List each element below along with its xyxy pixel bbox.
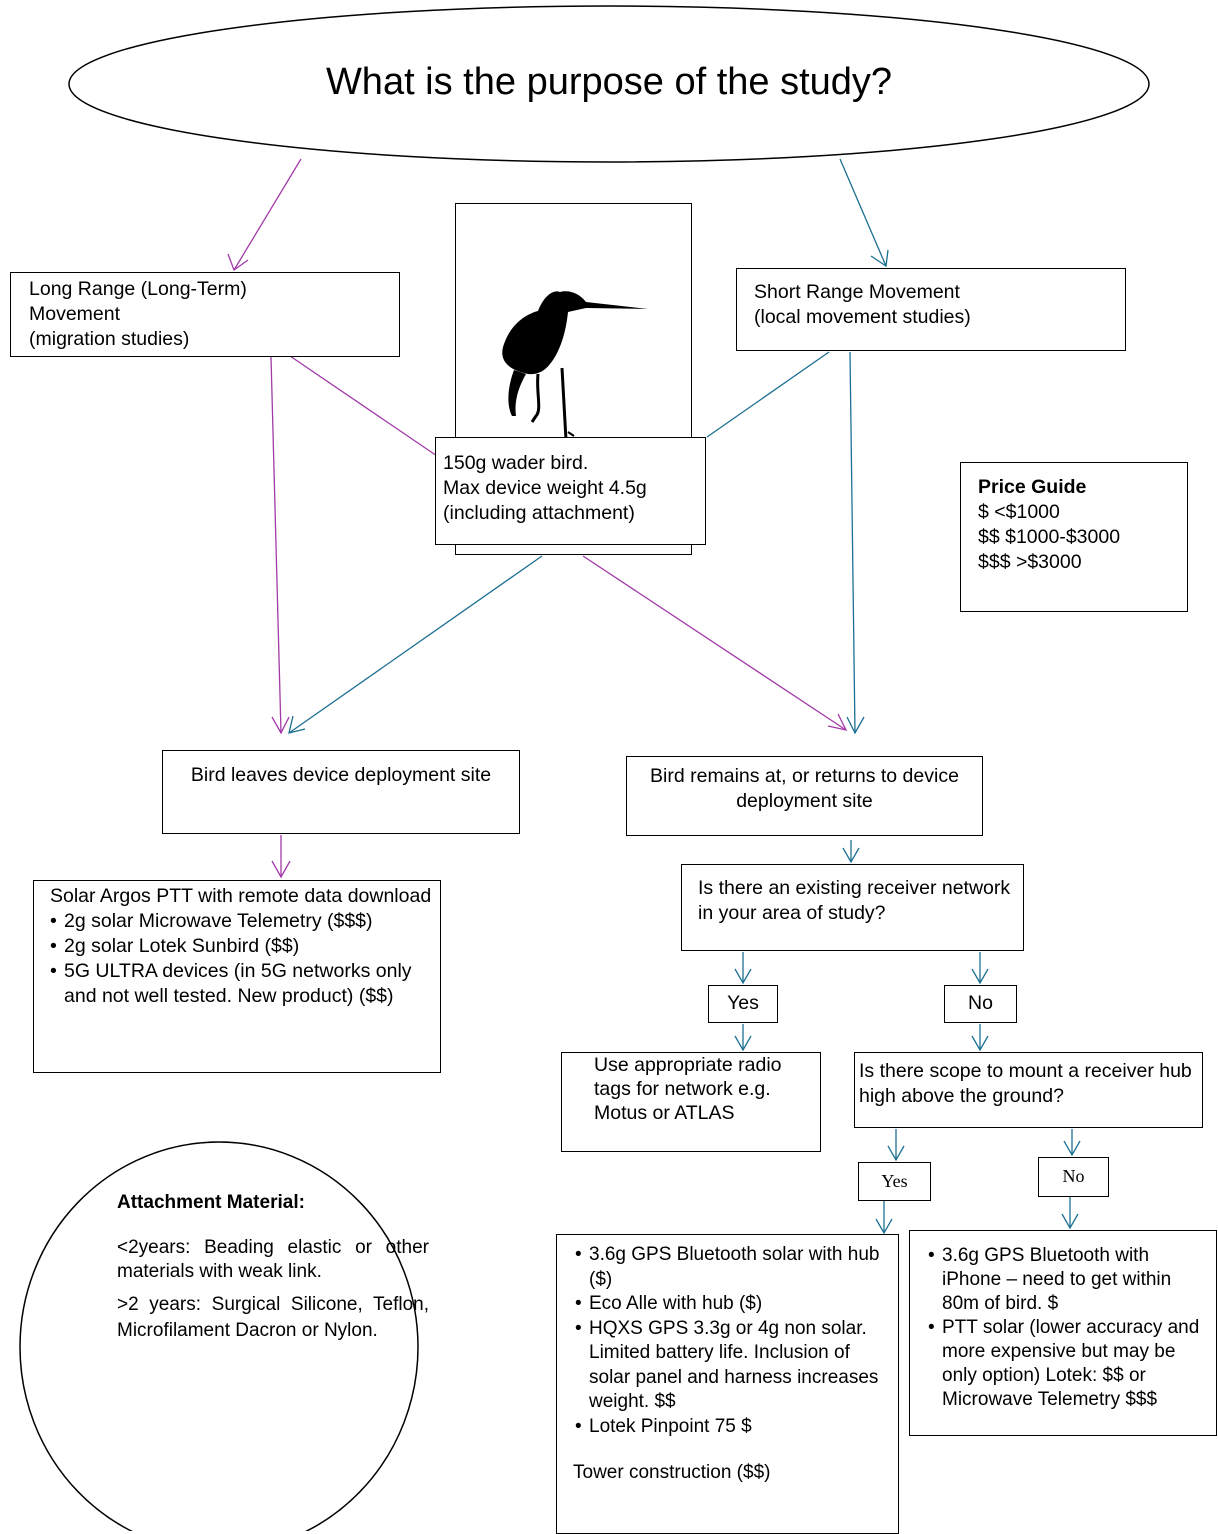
- radio-tags-text: Use appropriate radio tags for network e…: [594, 1054, 782, 1124]
- bluetooth-option-item: PTT solar (lower accuracy and more expen…: [928, 1316, 1212, 1412]
- hub-question-text: Is there scope to mount a receiver hub h…: [859, 1060, 1192, 1107]
- long-range-line3: (migration studies): [29, 328, 190, 350]
- attachment-title: Attachment Material:: [117, 1192, 305, 1213]
- arrow-short-range-to-remains: [849, 351, 856, 734]
- arrow-question-to-short-range: [839, 158, 887, 267]
- bluetooth-option-item: 3.6g GPS Bluetooth with iPhone – need to…: [928, 1244, 1212, 1316]
- yes-box-hub: Yes: [858, 1162, 931, 1201]
- bird-weight-line2: Max device weight 4.5g: [443, 477, 647, 499]
- arrow-long-range-to-leaves: [270, 356, 282, 734]
- line-long-range-to-bird: [289, 355, 441, 459]
- arrow-question-to-long-range: [233, 158, 302, 271]
- short-range-line1: Short Range Movement: [754, 281, 960, 303]
- question-title: What is the purpose of the study?: [325, 61, 893, 103]
- attachment-material-text: Attachment Material: <2years: Beading el…: [117, 1191, 429, 1344]
- price-guide-title: Price Guide: [978, 476, 1087, 498]
- argos-list: 2g solar Microwave Telemetry ($$$) 2g so…: [50, 909, 436, 1009]
- arrow-bird-to-leaves: [288, 555, 543, 734]
- attachment-short-term: <2years: Beading elastic or other materi…: [117, 1237, 429, 1282]
- network-question-box: Is there an existing receiver network in…: [681, 864, 1024, 951]
- price-row: $$$ >$3000: [978, 551, 1082, 573]
- bird-leaves-text: Bird leaves device deployment site: [190, 764, 492, 786]
- attachment-circle: [19, 1141, 419, 1531]
- price-row: $$ $1000-$3000: [978, 526, 1121, 548]
- price-guide-box: Price Guide $ <$1000 $$ $1000-$3000 $$$ …: [960, 462, 1188, 612]
- bird-weight-box: 150g wader bird. Max device weight 4.5g …: [435, 437, 706, 545]
- tower-construction-text: Tower construction ($$): [573, 1462, 771, 1483]
- bird-weight-line3: (including attachment): [443, 502, 635, 524]
- question-ellipse: [68, 5, 1150, 163]
- long-range-line1: Long Range (Long-Term): [29, 278, 247, 300]
- hub-option-item: HQXS GPS 3.3g or 4g non solar. Limited b…: [575, 1317, 892, 1415]
- argos-item: 5G ULTRA devices (in 5G networks only an…: [50, 959, 436, 1009]
- no-box-hub: No: [1038, 1157, 1109, 1197]
- argos-item: 2g solar Microwave Telemetry ($$$): [50, 909, 436, 934]
- yes-box-network: Yes: [708, 985, 778, 1023]
- teal-connectors: [288, 158, 1081, 1235]
- argos-options-box: Solar Argos PTT with remote data downloa…: [33, 880, 441, 1073]
- attachment-long-term: >2 years: Surgical Silicone, Teflon, Mic…: [117, 1294, 429, 1341]
- no-label: No: [1062, 1166, 1085, 1186]
- long-range-box: Long Range (Long-Term) Movement (migrati…: [10, 272, 400, 357]
- no-label: No: [968, 992, 993, 1014]
- long-range-line2: Movement: [29, 303, 121, 325]
- bird-leaves-box: Bird leaves device deployment site: [162, 750, 520, 834]
- bird-remains-text: Bird remains at, or returns to device de…: [650, 765, 959, 812]
- yes-label: Yes: [727, 992, 759, 1014]
- argos-intro: Solar Argos PTT with remote data downloa…: [50, 885, 432, 907]
- hub-options-list: 3.6g GPS Bluetooth solar with hub ($) Ec…: [573, 1243, 892, 1439]
- hub-option-item: 3.6g GPS Bluetooth solar with hub ($): [575, 1243, 892, 1292]
- argos-item: 2g solar Lotek Sunbird ($$): [50, 934, 436, 959]
- network-question-text: Is there an existing receiver network in…: [698, 877, 1011, 924]
- hub-option-item: Lotek Pinpoint 75 $: [575, 1415, 892, 1440]
- price-row: $ <$1000: [978, 501, 1060, 523]
- short-range-line2: (local movement studies): [754, 306, 971, 328]
- hub-options-box: 3.6g GPS Bluetooth solar with hub ($) Ec…: [556, 1234, 899, 1534]
- bluetooth-options-box: 3.6g GPS Bluetooth with iPhone – need to…: [909, 1230, 1217, 1436]
- bird-remains-box: Bird remains at, or returns to device de…: [626, 756, 983, 836]
- wader-bird-silhouette-icon: [502, 291, 648, 441]
- arrow-bird-to-remains: [582, 555, 847, 731]
- bird-weight-line1: 150g wader bird.: [443, 452, 589, 474]
- no-box-network: No: [944, 985, 1017, 1023]
- short-range-box: Short Range Movement (local movement stu…: [736, 268, 1126, 351]
- radio-tags-box: Use appropriate radio tags for network e…: [561, 1052, 821, 1152]
- bluetooth-options-list: 3.6g GPS Bluetooth with iPhone – need to…: [926, 1244, 1212, 1412]
- hub-option-item: Eco Alle with hub ($): [575, 1292, 892, 1317]
- hub-question-box: Is there scope to mount a receiver hub h…: [854, 1052, 1203, 1128]
- line-short-range-to-bird: [706, 351, 830, 438]
- magenta-connectors: [227, 158, 848, 879]
- yes-label: Yes: [881, 1171, 908, 1191]
